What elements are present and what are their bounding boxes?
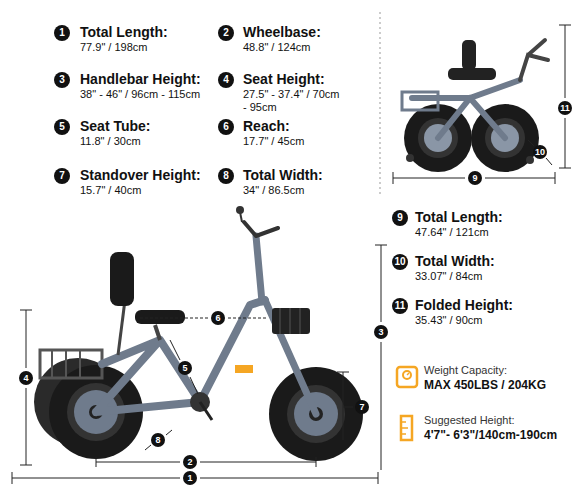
spec-value: 48.8" / 124cm [243,41,311,53]
spec-heading: Handlebar Height: [80,71,201,87]
callout-number: 2 [183,455,197,469]
spec-value: 38" - 46" / 96cm - 115cm [80,88,200,100]
spec-value: 35.43" / 90cm [415,314,483,326]
callout-number: 1 [183,471,197,485]
spec-value: 27.5" - 37.4" / 70cm - 95cm [243,88,343,114]
weight-icon [397,367,417,387]
dimension-lines [12,245,387,484]
spec-value: 77.9" / 198cm [80,41,148,53]
spec-heading: Seat Tube: [80,118,151,134]
folded-dimension-lines [393,25,571,184]
height-icon [401,416,412,440]
folded-trike [402,40,548,172]
callout-number: 5 [178,361,192,375]
callout-number: 8 [151,433,165,447]
callout-number: 3 [54,72,70,88]
spec-heading: Total Width: [415,253,495,269]
spec-value: 33.07" / 84cm [415,270,483,282]
spec-heading: Total Width: [243,167,323,183]
callout-number: 7 [54,168,70,184]
callout-number: 3 [374,325,388,339]
callout-number: 6 [211,311,225,325]
callout-number: 11 [558,101,572,115]
callout-number: 10 [533,145,547,159]
spec-heading: Seat Height: [243,71,325,87]
spec-value: 11.8" / 30cm [80,135,141,147]
spec-heading: Total Length: [80,24,168,40]
callout-number: 4 [218,72,234,88]
callout-number: 7 [355,400,369,414]
callout-number: 10 [392,254,408,270]
callout-number: 6 [218,119,234,135]
capacity-note: Suggested Height: [424,414,515,426]
capacity-value: MAX 450LBS / 204KG [424,378,546,392]
spec-value: 17.7" / 45cm [243,135,304,147]
spec-value: 15.7" / 40cm [80,184,141,196]
callout-number: 11 [392,298,408,314]
spec-value: 34" / 86.5cm [243,184,304,196]
callout-number: 8 [218,168,234,184]
divider-line [380,12,381,195]
callout-number: 4 [19,371,33,385]
spec-heading: Reach: [243,118,290,134]
capacity-value: 4'7"- 6'3"/140cm-190cm [424,428,557,442]
callout-number: 1 [54,25,70,41]
trike [34,206,363,461]
callout-number: 2 [218,25,234,41]
spec-value: 47.64" / 121cm [415,226,489,238]
spec-heading: Wheelbase: [243,24,321,40]
spec-heading: Standover Height: [80,167,201,183]
callout-number: 9 [392,210,408,226]
capacity-note: Weight Capacity: [424,364,507,376]
spec-heading: Total Length: [415,209,503,225]
callout-number: 5 [54,119,70,135]
spec-heading: Folded Height: [415,297,513,313]
callout-number: 9 [468,171,482,185]
